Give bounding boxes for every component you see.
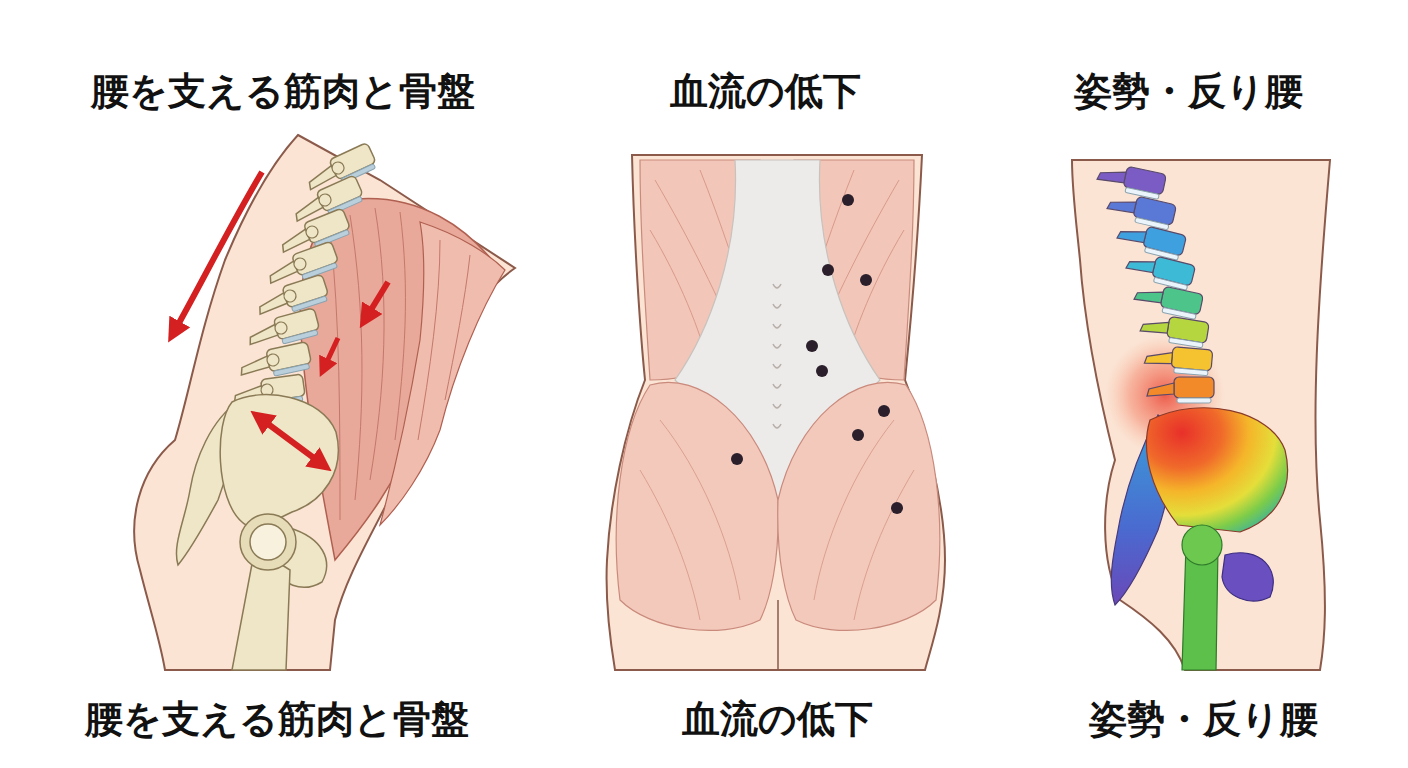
illustration-part [816, 365, 828, 377]
illustration-part [1144, 344, 1213, 376]
illustration-part [878, 405, 890, 417]
illustration-part [418, 240, 440, 440]
panel-heading: 血流の低下 [670, 70, 861, 114]
illustration-part [1139, 312, 1209, 348]
illustration-part [370, 208, 384, 480]
illustration-part [1147, 377, 1214, 403]
illustration-part [852, 429, 864, 441]
illustration-part [773, 304, 781, 308]
illustration-part [842, 194, 854, 206]
panel-heading: 腰を支える筋肉と骨盤 [85, 698, 469, 742]
illustration-part [773, 384, 781, 388]
illustration-part [660, 420, 740, 600]
illustration-part [777, 600, 779, 670]
illustration-part [773, 404, 781, 408]
illustration-part [891, 502, 903, 514]
illustration-part [134, 135, 515, 670]
panel-heading: 姿勢・反り腰 [1089, 698, 1318, 742]
illustration-part [814, 420, 894, 600]
illustration-part [220, 395, 338, 527]
illustration-part [330, 208, 470, 520]
illustration-part [640, 420, 914, 620]
illustration-part [1115, 220, 1186, 261]
illustration-part [854, 470, 914, 620]
illustration-part [773, 424, 781, 428]
illustration-part [174, 172, 262, 332]
illustration-part [773, 284, 781, 288]
illustration-part [1105, 190, 1176, 230]
back-muscle-illustration [607, 155, 945, 670]
illustration-part [773, 344, 781, 348]
posture-spine-illustration [1072, 160, 1330, 670]
illustration-part [731, 194, 903, 514]
illustration-part [773, 324, 781, 328]
side-lumbar-illustration [134, 135, 515, 670]
illustration-part [1133, 281, 1204, 320]
illustration-part [366, 282, 388, 318]
illustration-part [245, 308, 321, 352]
illustration-part [778, 382, 940, 630]
illustration-part [1124, 250, 1195, 291]
illustration-part [773, 364, 781, 368]
illustration-part [1146, 408, 1287, 532]
illustration-part [640, 470, 700, 620]
illustration-part [324, 338, 338, 368]
illustration-part [240, 514, 296, 570]
panel-heading: 姿勢・反り腰 [1074, 70, 1303, 114]
illustration-part [260, 418, 322, 464]
illustration-part [1072, 160, 1330, 670]
illustration-part [773, 284, 781, 428]
illustration-part [607, 155, 945, 670]
illustration-part [1222, 553, 1273, 601]
illustration-part [860, 274, 872, 286]
illustration-part [1182, 525, 1222, 565]
panel-heading: 腰を支える筋肉と骨盤 [91, 70, 475, 114]
illustration-part [1096, 161, 1167, 200]
illustration-part [395, 212, 405, 440]
illustration-part [616, 382, 778, 630]
illustration-part [380, 222, 505, 525]
illustration-part [822, 264, 834, 276]
illustration-part [350, 215, 362, 500]
illustration-part [731, 453, 743, 465]
illustration-part [250, 524, 286, 560]
illustration-part [806, 340, 818, 352]
illustration-part [445, 255, 470, 400]
panel-heading: 血流の低下 [682, 698, 873, 742]
